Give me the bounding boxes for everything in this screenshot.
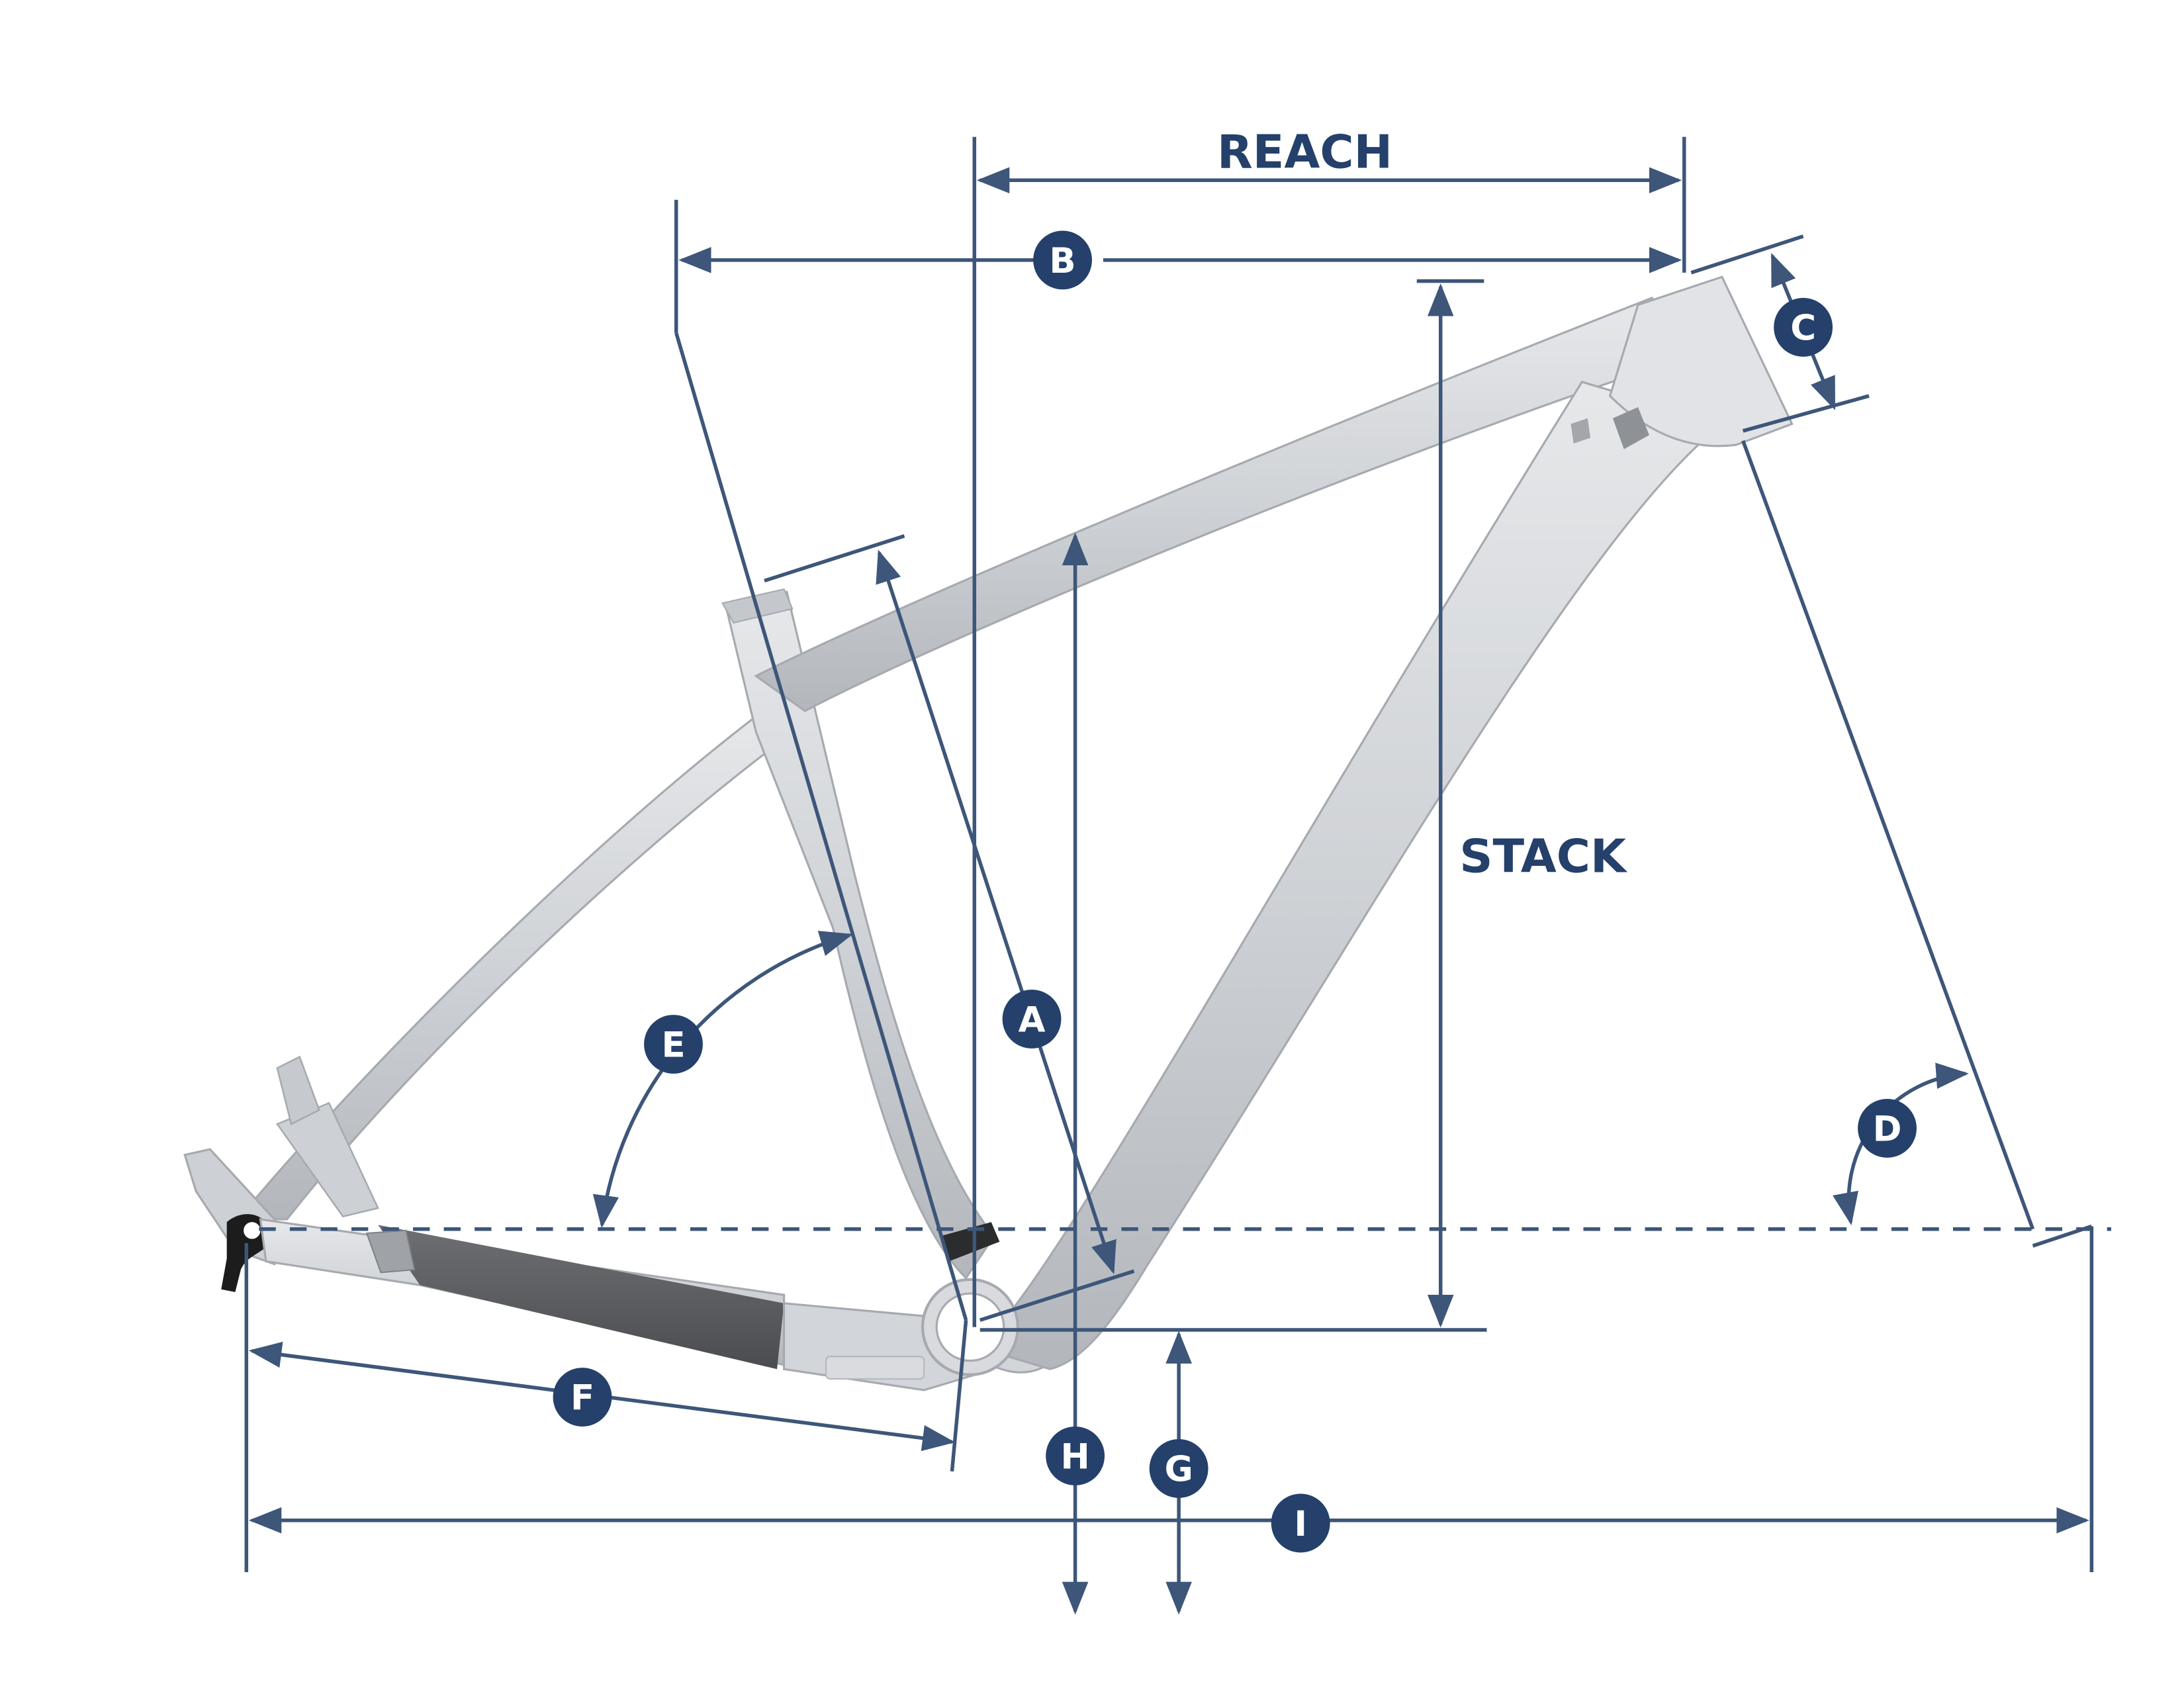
head-tube-badge-window	[1612, 407, 1649, 449]
brake-mount	[276, 1055, 320, 1125]
svg-text:A: A	[1019, 1000, 1046, 1040]
badge-f: F	[553, 1368, 612, 1427]
dimension-lines	[244, 136, 2111, 1615]
cable-entry	[1570, 418, 1591, 444]
badge-i: I	[1271, 1493, 1330, 1553]
badge-g: G	[1149, 1439, 1208, 1498]
badge-c: C	[1774, 298, 1833, 357]
badge-h: H	[1046, 1427, 1105, 1485]
svg-text:C: C	[1790, 308, 1816, 348]
seat-angle-arc	[592, 931, 853, 1229]
chain-stay-protector	[378, 1225, 784, 1370]
svg-text:D: D	[1873, 1109, 1902, 1149]
svg-text:E: E	[661, 1025, 685, 1066]
svg-text:G: G	[1164, 1450, 1193, 1490]
chain-stay-plate	[825, 1356, 925, 1380]
head-tube	[1608, 275, 1794, 447]
seat-tube	[723, 590, 995, 1280]
svg-text:I: I	[1294, 1504, 1307, 1544]
reach-label: REACH	[1217, 125, 1392, 179]
svg-text:H: H	[1060, 1436, 1089, 1477]
badge-b: B	[1033, 230, 1103, 290]
badge-a: A	[1002, 990, 1062, 1049]
stack-label: STACK	[1459, 829, 1628, 883]
badge-e: E	[644, 1015, 703, 1074]
svg-text:F: F	[570, 1378, 594, 1419]
badge-d: D	[1858, 1099, 1917, 1158]
chain-stay-window	[365, 1229, 416, 1274]
svg-text:B: B	[1049, 241, 1075, 281]
